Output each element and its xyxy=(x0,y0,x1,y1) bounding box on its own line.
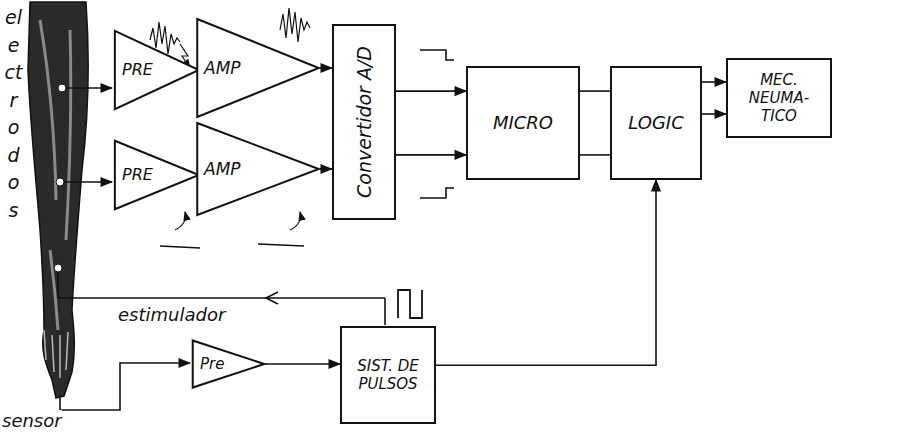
node-text: PRE xyxy=(122,165,153,184)
node-text: Convertidor A/D xyxy=(353,46,376,198)
electrode-dot xyxy=(58,84,66,92)
stimulator-arrow xyxy=(266,292,278,304)
actuator-box: MEC. NEUMA- TICO xyxy=(726,58,832,138)
step-symbol xyxy=(420,188,454,198)
signal-connector xyxy=(580,154,610,156)
arm-shading xyxy=(40,20,71,330)
amplifier-triangle: AMP xyxy=(196,18,320,118)
pulse-system-box: SIST. DE PULSOS xyxy=(340,326,436,424)
node-text: AMP xyxy=(204,159,241,179)
signal-pointer xyxy=(175,212,186,230)
electrode-dot xyxy=(54,264,62,272)
node-text: PRE xyxy=(122,60,153,79)
node-text: Pre xyxy=(200,355,224,373)
signal-connector xyxy=(702,113,726,115)
node-text: MEC. NEUMA- TICO xyxy=(742,71,816,125)
flat-signal xyxy=(160,244,304,248)
logic-box: LOGIC xyxy=(610,66,702,180)
processor-box: MICRO xyxy=(466,66,580,180)
signal-connector xyxy=(580,90,610,92)
stimulator-label: estimulador xyxy=(118,304,225,325)
sensor-label: sensor xyxy=(2,410,62,431)
node-text: SIST. DE PULSOS xyxy=(348,357,428,393)
amplifier-triangle: AMP xyxy=(196,122,320,216)
step-symbol xyxy=(420,50,454,60)
node-text: AMP xyxy=(204,58,241,78)
signal-connector xyxy=(320,67,332,69)
node-text: MICRO xyxy=(493,112,553,134)
signal-connector xyxy=(396,154,466,156)
sensor-wire xyxy=(60,363,190,410)
electrode-wire xyxy=(64,181,112,183)
signal-connector xyxy=(702,81,726,83)
signal-connector xyxy=(320,168,332,170)
stimulator-wire xyxy=(58,273,385,298)
signal-connector xyxy=(396,90,466,92)
stimulator-wire xyxy=(384,298,386,325)
electrode-dot xyxy=(56,178,64,186)
emg-signal xyxy=(280,8,310,42)
finger-lines xyxy=(44,330,68,378)
preamp-triangle: PRE xyxy=(114,140,200,210)
preamp-triangle: Pre xyxy=(192,340,265,388)
vertical-label: electrodos xyxy=(4,4,23,224)
node-text: LOGIC xyxy=(628,112,683,134)
signal-connector xyxy=(265,363,340,365)
signal-pointer xyxy=(290,212,301,230)
electrode-wire xyxy=(66,87,112,89)
pulse-symbol xyxy=(398,290,422,318)
converter-box: Convertidor A/D xyxy=(332,24,396,220)
preamp-triangle: PRE xyxy=(114,30,200,110)
arm-illustration xyxy=(28,2,88,398)
signal-connector xyxy=(436,180,656,365)
